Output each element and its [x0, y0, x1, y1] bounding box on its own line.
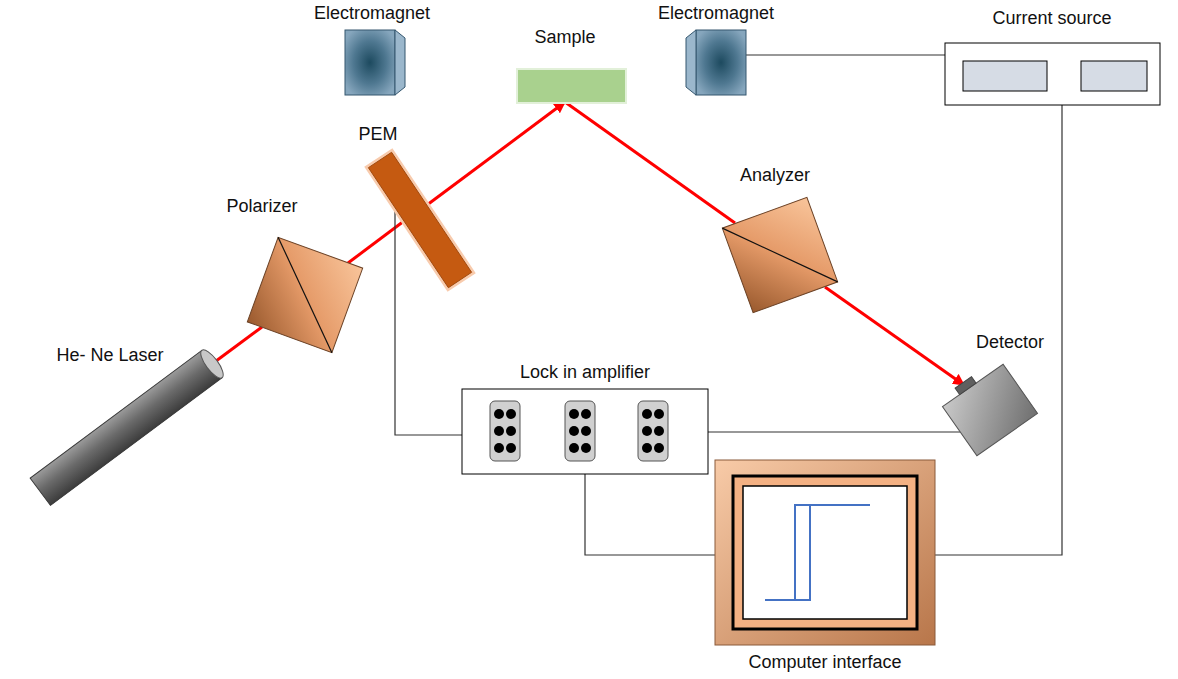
photoelastic-modulator: PEM [360, 145, 480, 295]
splitting-plane [722, 197, 837, 312]
knob-panel [490, 401, 520, 461]
laser-tube: He- Ne Laser [20, 345, 235, 515]
sample-plate: Sample [518, 70, 625, 102]
knob-dot [506, 443, 516, 453]
knob-dot [654, 409, 664, 419]
signal-wire [746, 54, 945, 55]
component-label: Sample [534, 27, 595, 48]
electromagnet: Electromagnet [686, 30, 746, 95]
shape-outline [20, 345, 235, 515]
computer-monitor: Computer interface [715, 460, 935, 645]
shape-outline [720, 195, 840, 315]
cube-face [722, 197, 837, 312]
magnet-face [686, 30, 696, 95]
magnet-face [395, 30, 405, 95]
shape-outline [360, 145, 480, 295]
component-label: PEM [358, 124, 397, 145]
knob-dot [494, 409, 504, 419]
electromagnet: Electromagnet [345, 30, 405, 95]
knob-dot [642, 409, 652, 419]
pem-bar [368, 152, 471, 287]
polarizer-cube: Polarizer [245, 235, 365, 355]
knob-dot [506, 409, 516, 419]
monitor-bezel [733, 476, 917, 629]
knob-dot [642, 426, 652, 436]
current-source-box: Current source [945, 43, 1160, 105]
knob-dot [494, 426, 504, 436]
laser-beam [825, 287, 964, 385]
signal-wire [585, 474, 715, 555]
shape-outline [245, 235, 365, 355]
laser-beam [427, 102, 565, 205]
knob-panel [565, 401, 595, 461]
analyzer-cube: Analyzer [720, 195, 840, 315]
cube-face [247, 237, 362, 352]
laser-tube [30, 350, 222, 505]
shape-outline [715, 460, 935, 645]
component-label: Detector [976, 332, 1044, 353]
shape-outline [462, 389, 708, 474]
shape-outline [945, 43, 1160, 105]
knob-panel [638, 401, 668, 461]
monitor-frame [715, 460, 935, 645]
detector-body [938, 358, 1038, 456]
cube-body [722, 197, 837, 312]
signal-wire [935, 105, 1062, 555]
display-window [963, 61, 1047, 91]
knob-dot [581, 443, 591, 453]
detector-window [955, 377, 976, 395]
shape-outline [686, 30, 746, 95]
knob-dot [506, 426, 516, 436]
laser-body [30, 347, 227, 506]
component-label: Electromagnet [658, 3, 774, 24]
knob-dot [569, 426, 579, 436]
knob-dot [581, 426, 591, 436]
pem-glow [368, 152, 471, 287]
hysteresis-loop [765, 505, 870, 600]
detector: Detector [930, 350, 1050, 465]
component-label: He- Ne Laser [56, 345, 163, 366]
component-label: Computer interface [748, 652, 901, 673]
knob-dot [581, 409, 591, 419]
shape-outline [930, 350, 1050, 465]
instrument-box [945, 43, 1160, 105]
knob-dot [569, 409, 579, 419]
magnet-pole [696, 30, 746, 95]
monitor-screen [743, 486, 907, 619]
knob-dot [494, 443, 504, 453]
component-label: Polarizer [226, 196, 297, 217]
instrument-box [462, 389, 708, 474]
shape-outline [345, 30, 405, 95]
component-label: Electromagnet [314, 3, 430, 24]
laser-beam [212, 327, 262, 364]
knob-dot [642, 443, 652, 453]
knob-dot [569, 443, 579, 453]
component-label: Current source [992, 8, 1111, 29]
component-label: Lock in amplifier [520, 362, 650, 383]
shape-outline [518, 70, 625, 102]
sample-glow [516, 68, 627, 104]
detector-case [942, 364, 1037, 456]
display-window [1081, 61, 1147, 91]
component-label: Analyzer [740, 165, 810, 186]
splitting-plane [247, 237, 362, 352]
knob-dot [654, 443, 664, 453]
cube-body [247, 237, 362, 352]
knob-dot [654, 426, 664, 436]
laser-aperture [197, 347, 227, 381]
signal-wire [708, 431, 960, 432]
laser-beam [565, 102, 735, 223]
sample-plate [518, 70, 625, 102]
lock-in-amplifier-box: Lock in amplifier [462, 389, 708, 474]
magnet-pole [345, 30, 395, 95]
